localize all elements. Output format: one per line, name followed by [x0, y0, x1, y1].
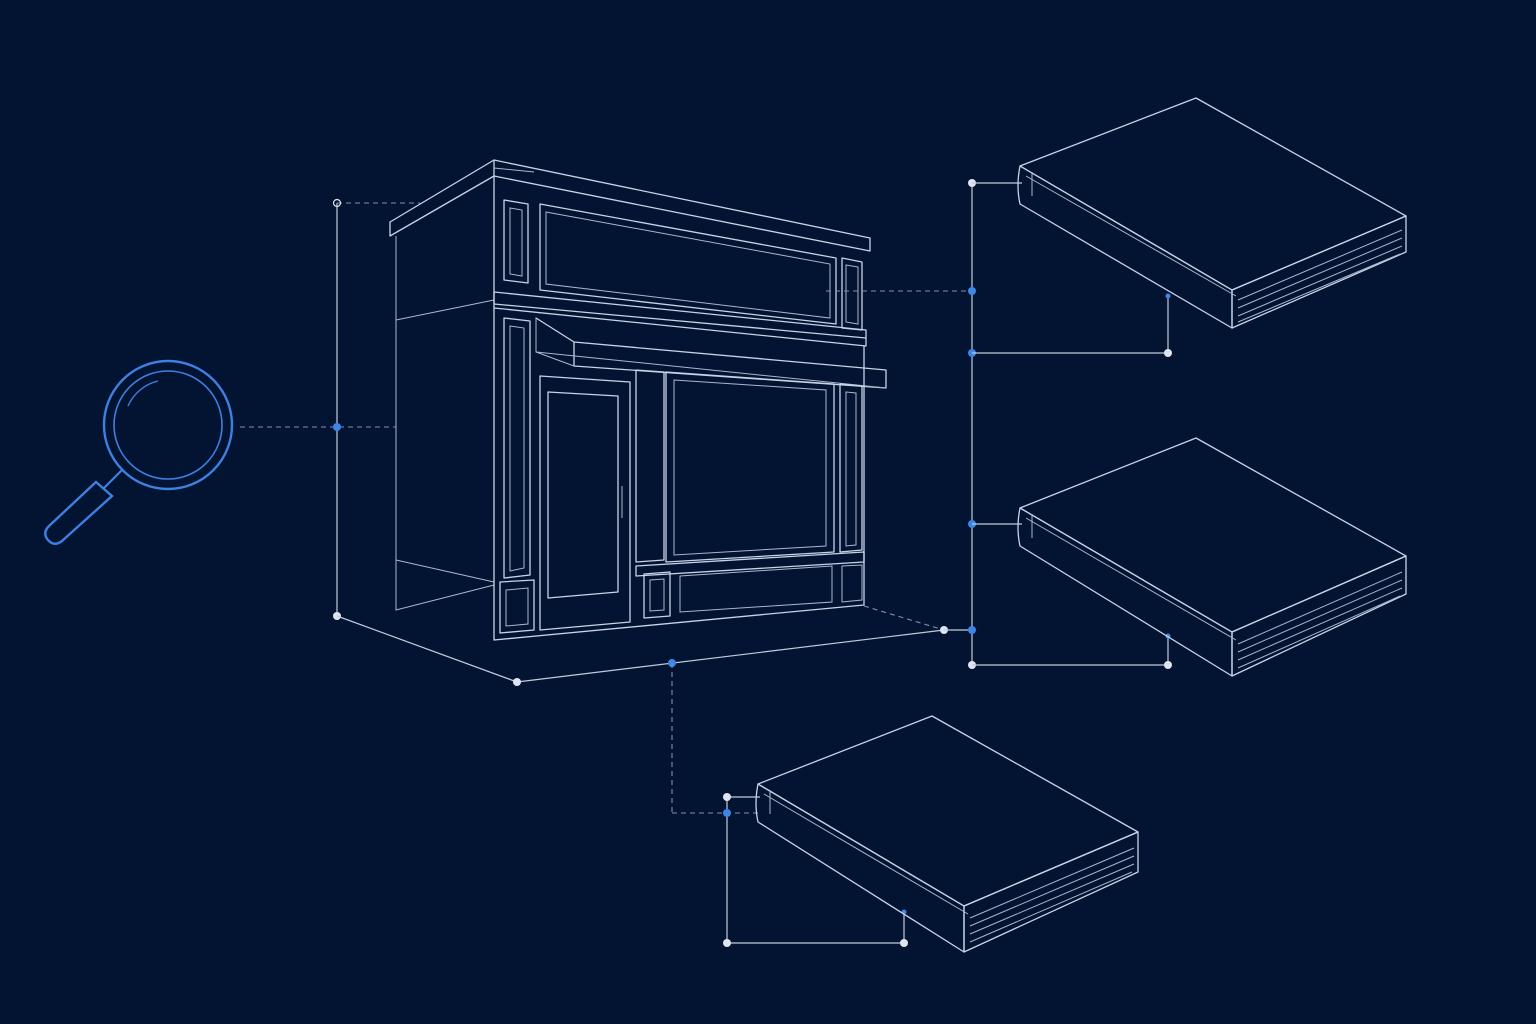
footprint-outline — [336, 605, 948, 686]
book-icon — [755, 715, 1139, 953]
magnifier-icon — [44, 359, 234, 545]
book-icon — [972, 437, 1407, 677]
connector-store-books — [826, 179, 976, 669]
storefront-illustration — [389, 159, 887, 641]
connector-magnifier-store — [240, 198, 420, 620]
book-icon — [972, 97, 1407, 357]
connector-store-bottom-book — [671, 663, 908, 947]
